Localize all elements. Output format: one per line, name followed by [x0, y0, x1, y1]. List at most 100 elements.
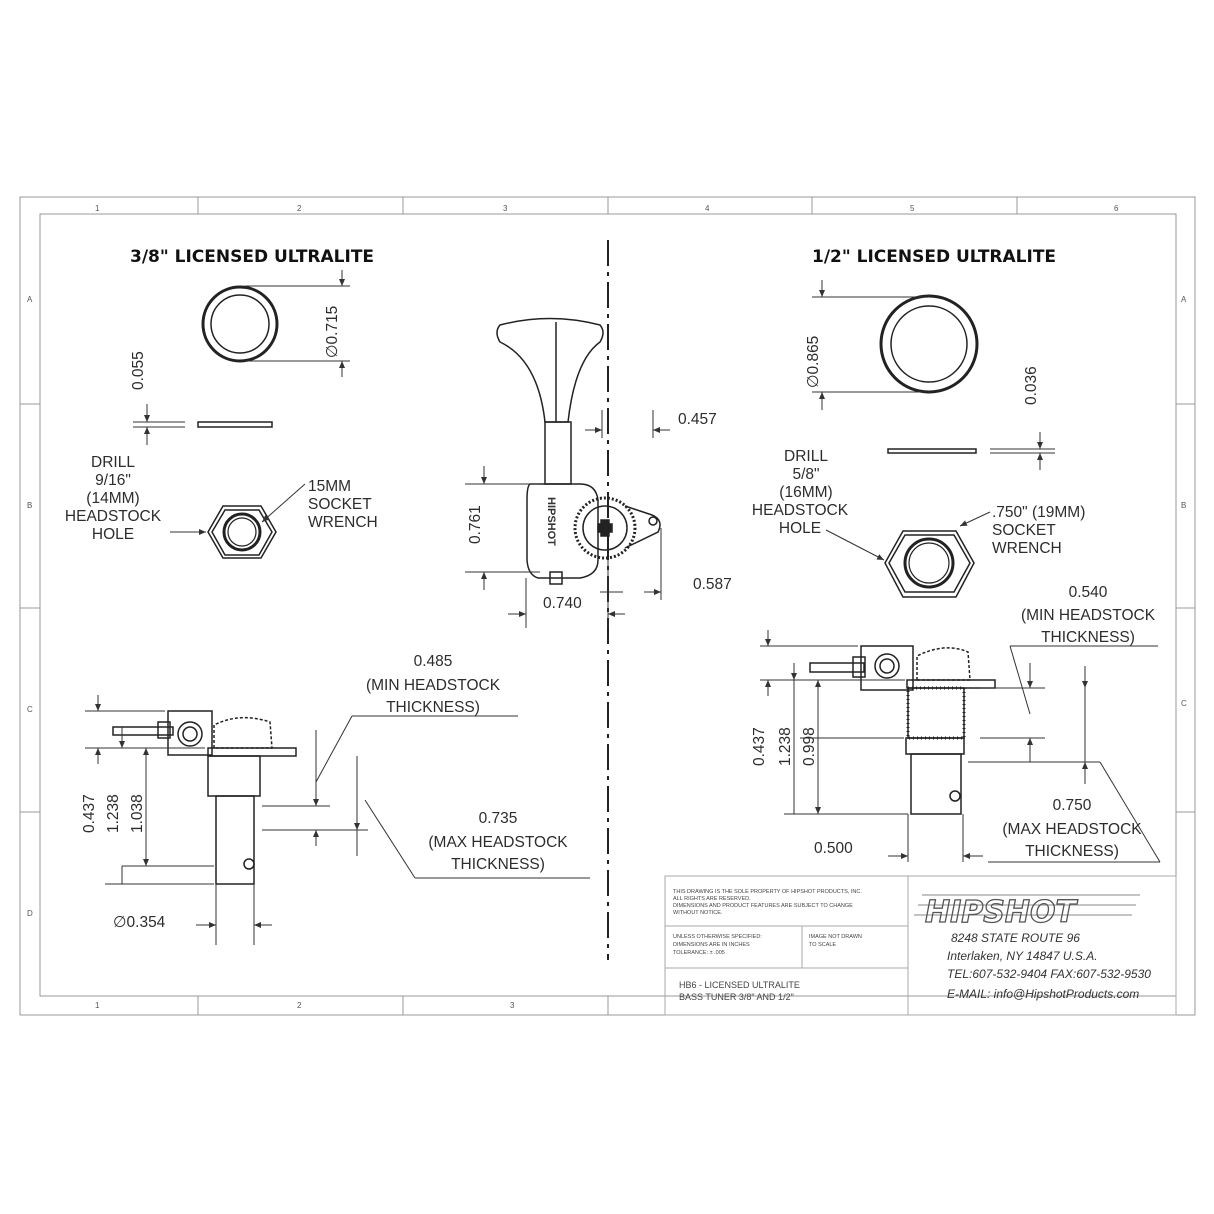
svg-text:5/8": 5/8" — [792, 466, 819, 483]
grid-col-6: 6 — [1114, 204, 1119, 213]
grid-col-4: 4 — [705, 204, 710, 213]
svg-text:HIPSHOT: HIPSHOT — [925, 895, 1078, 930]
grid-row-a-right: A — [1181, 295, 1187, 304]
svg-text:HEADSTOCK: HEADSTOCK — [65, 508, 162, 525]
dim-0587: 0.587 — [693, 576, 732, 593]
svg-text:0.437: 0.437 — [81, 794, 98, 833]
grid-row-b: B — [27, 501, 32, 510]
svg-text:0.485: 0.485 — [414, 653, 453, 670]
dim-0740: 0.740 — [543, 595, 582, 612]
left-washer-dims — [133, 270, 350, 445]
svg-text:HOLE: HOLE — [779, 520, 821, 537]
svg-text:UNLESS OTHERWISE SPECIFIED:: UNLESS OTHERWISE SPECIFIED: — [673, 934, 762, 940]
svg-text:THIS DRAWING IS THE SOLE PROPE: THIS DRAWING IS THE SOLE PROPERTY OF HIP… — [673, 889, 862, 895]
svg-text:TOLERANCE: ± .005: TOLERANCE: ± .005 — [673, 950, 725, 956]
svg-text:IMAGE NOT DRAWN: IMAGE NOT DRAWN — [809, 934, 862, 940]
svg-text:WITHOUT NOTICE.: WITHOUT NOTICE. — [673, 910, 723, 916]
right-washer — [879, 294, 979, 454]
grid-row-c: C — [27, 705, 33, 714]
svg-text:1.038: 1.038 — [129, 794, 146, 833]
grid-row-d: D — [27, 909, 33, 918]
svg-text:0.998: 0.998 — [801, 727, 818, 766]
grid-col-3: 3 — [503, 204, 508, 213]
svg-text:DIMENSIONS ARE IN INCHES: DIMENSIONS ARE IN INCHES — [673, 942, 750, 948]
svg-text:THICKNESS): THICKNESS) — [451, 856, 545, 873]
dim-0761: 0.761 — [467, 505, 484, 544]
svg-text:THICKNESS): THICKNESS) — [1025, 843, 1119, 860]
svg-text:8248 STATE ROUTE 96: 8248 STATE ROUTE 96 — [951, 931, 1080, 945]
brand-mark-vertical: HIPSHOT — [545, 497, 557, 546]
svg-text:DRILL: DRILL — [784, 448, 828, 465]
center-dims — [465, 410, 670, 628]
title-left: 3/8" LICENSED ULTRALITE — [130, 247, 374, 267]
left-side-dims — [85, 695, 590, 945]
svg-text:Interlaken, NY 14847 U.S.A.: Interlaken, NY 14847 U.S.A. — [947, 949, 1098, 963]
grid-row-a: A — [27, 295, 33, 304]
grid-row-c-right: C — [1181, 699, 1187, 708]
svg-text:(14MM): (14MM) — [86, 490, 139, 507]
svg-text:1.238: 1.238 — [777, 727, 794, 766]
svg-text:WRENCH: WRENCH — [308, 514, 378, 531]
grid-col-2: 2 — [297, 204, 302, 213]
svg-text:HOLE: HOLE — [92, 526, 134, 543]
left-washer-diameter: ∅0.715 — [324, 306, 341, 358]
grid-labels: 1 2 3 4 5 6 1 2 3 A B C D A B C — [27, 204, 1187, 1010]
hipshot-logo: HIPSHOT — [914, 894, 1140, 931]
svg-text:HEADSTOCK: HEADSTOCK — [752, 502, 849, 519]
svg-text:0.750: 0.750 — [1053, 797, 1092, 814]
left-side-view — [112, 710, 297, 885]
svg-text:15MM: 15MM — [308, 478, 351, 495]
svg-text:TO SCALE: TO SCALE — [809, 942, 836, 948]
right-nut-leaders — [825, 511, 991, 561]
right-washer-dims — [812, 280, 1055, 470]
right-side-labels: 0.437 1.238 0.998 0.500 0.540 (MIN HEADS… — [751, 584, 1156, 860]
svg-text:E-MAIL: info@HipshotProducts.c: E-MAIL: info@HipshotProducts.com — [947, 987, 1139, 1001]
left-side-labels: 0.437 1.238 1.038 ∅0.354 0.485 (MIN HEAD… — [81, 653, 568, 931]
svg-text:TEL:607-532-9404 FAX:607-532-9: TEL:607-532-9404 FAX:607-532-9530 — [947, 967, 1151, 981]
svg-text:(MIN HEADSTOCK: (MIN HEADSTOCK — [366, 677, 501, 694]
drawing-border — [19, 196, 1196, 1016]
grid-col-bottom-1: 1 — [95, 1001, 100, 1010]
svg-text:BASS TUNER 3/8" AND 1/2": BASS TUNER 3/8" AND 1/2" — [679, 992, 794, 1002]
svg-text:DIMENSIONS AND PRODUCT FEATURE: DIMENSIONS AND PRODUCT FEATURES ARE SUBJ… — [673, 903, 853, 909]
grid-col-1: 1 — [95, 204, 100, 213]
grid-col-bottom-3: 3 — [510, 1001, 515, 1010]
svg-text:(MAX HEADSTOCK: (MAX HEADSTOCK — [1002, 821, 1142, 838]
title-block-text: THIS DRAWING IS THE SOLE PROPERTY OF HIP… — [673, 889, 862, 1002]
right-nut-labels: DRILL 5/8" (16MM) HEADSTOCK HOLE .750" (… — [752, 448, 1085, 557]
left-washer-thickness: 0.055 — [130, 351, 147, 390]
svg-text:0.540: 0.540 — [1069, 584, 1108, 601]
title-block — [664, 875, 1177, 1016]
svg-text:0.437: 0.437 — [751, 727, 768, 766]
right-side-dims — [760, 630, 1161, 863]
svg-text:(16MM): (16MM) — [779, 484, 832, 501]
title-right: 1/2" LICENSED ULTRALITE — [812, 247, 1056, 267]
svg-text:.750" (19MM): .750" (19MM) — [992, 504, 1085, 521]
svg-text:0.735: 0.735 — [479, 810, 518, 827]
right-side-view — [809, 645, 996, 815]
svg-text:0.500: 0.500 — [814, 840, 853, 857]
right-washer-diameter: ∅0.865 — [805, 336, 822, 388]
svg-text:∅0.354: ∅0.354 — [113, 914, 166, 931]
svg-text:DRILL: DRILL — [91, 454, 135, 471]
svg-text:(MIN HEADSTOCK: (MIN HEADSTOCK — [1021, 607, 1156, 624]
center-tuner — [496, 317, 661, 585]
dim-0457: 0.457 — [678, 411, 717, 428]
svg-text:THICKNESS): THICKNESS) — [1041, 629, 1135, 646]
right-washer-thickness: 0.036 — [1023, 366, 1040, 405]
left-washer — [197, 285, 279, 428]
svg-text:SOCKET: SOCKET — [308, 496, 372, 513]
svg-text:WRENCH: WRENCH — [992, 540, 1062, 557]
company-address: 8248 STATE ROUTE 96 Interlaken, NY 14847… — [947, 931, 1151, 1001]
svg-text:1.238: 1.238 — [105, 794, 122, 833]
left-nut-labels: DRILL 9/16" (14MM) HEADSTOCK HOLE 15MM S… — [65, 454, 378, 543]
svg-text:(MAX HEADSTOCK: (MAX HEADSTOCK — [428, 834, 568, 851]
left-nut-leaders — [170, 483, 306, 535]
grid-col-5: 5 — [910, 204, 915, 213]
grid-col-bottom-2: 2 — [297, 1001, 302, 1010]
svg-text:HB6 - LICENSED ULTRALITE: HB6 - LICENSED ULTRALITE — [679, 980, 800, 990]
svg-text:ALL RIGHTS ARE RESERVED.: ALL RIGHTS ARE RESERVED. — [673, 896, 751, 902]
svg-text:THICKNESS): THICKNESS) — [386, 699, 480, 716]
svg-text:9/16": 9/16" — [95, 472, 131, 489]
